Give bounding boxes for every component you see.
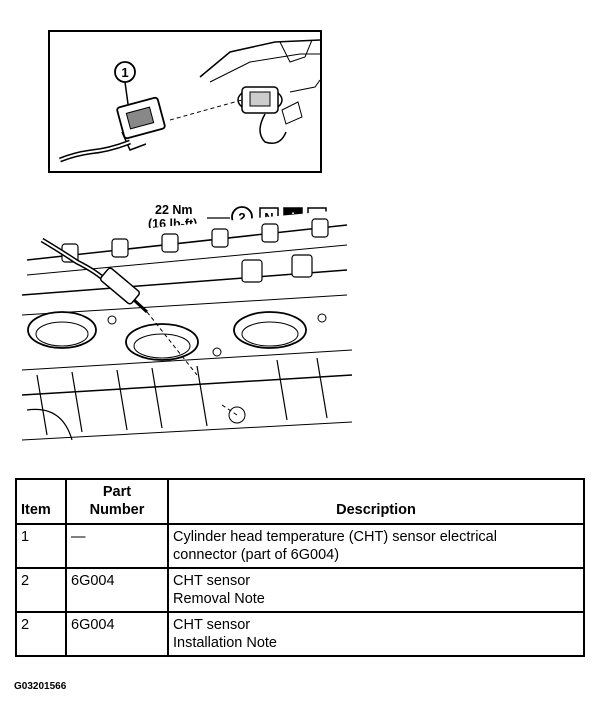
cylinder-head-illustration-panel: 22 Nm (16 lb-ft) 2 N i i: [21, 200, 353, 462]
table-row: 2 6G004 CHT sensor Removal Note: [15, 567, 585, 613]
cell-description: CHT sensor Installation Note: [167, 611, 585, 657]
header-part-number-label: Part Number: [89, 484, 145, 518]
cell-part-number: 6G004: [65, 611, 169, 657]
figure-code: G03201566: [14, 681, 67, 692]
connector-illustration-panel: 1: [48, 30, 322, 173]
torque-nm-label: 22 Nm: [155, 203, 193, 217]
header-part-number: Part Number: [65, 478, 169, 525]
description-line: Removal Note: [173, 591, 265, 607]
header-item: Item: [15, 478, 67, 525]
cell-item: 1: [15, 523, 67, 569]
description-line: Cylinder head temperature (CHT) sensor e…: [173, 529, 497, 545]
cell-item: 2: [15, 611, 67, 657]
connector-illustration: 1: [59, 39, 321, 163]
description-line: Installation Note: [173, 635, 277, 651]
cell-part-number: —: [65, 523, 169, 569]
cell-description: Cylinder head temperature (CHT) sensor e…: [167, 523, 585, 569]
table-row: 1 — Cylinder head temperature (CHT) sens…: [15, 523, 585, 569]
header-description: Description: [167, 478, 585, 525]
callout-2-label: 2: [238, 210, 245, 225]
description-line: connector (part of 6G004): [173, 547, 340, 563]
description-line: CHT sensor: [173, 573, 251, 589]
table-row: 2 6G004 CHT sensor Installation Note: [15, 611, 585, 657]
cell-description: CHT sensor Removal Note: [167, 567, 585, 613]
parts-table: Item Part Number Description 1 — Cylinde…: [15, 478, 585, 657]
cell-item: 2: [15, 567, 67, 613]
table-header-row: Item Part Number Description: [15, 478, 585, 525]
cell-part-number: 6G004: [65, 567, 169, 613]
callout-1-label: 1: [121, 65, 128, 80]
description-line: CHT sensor: [173, 617, 251, 633]
cylinder-head-illustration: 22 Nm (16 lb-ft) 2 N i i: [21, 203, 353, 462]
